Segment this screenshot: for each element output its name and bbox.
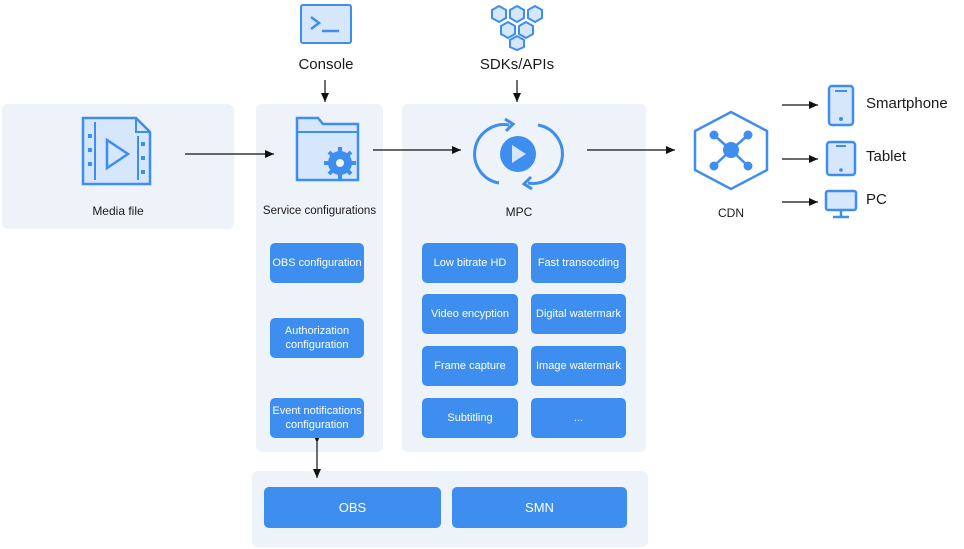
mpc-feature-image-watermark[interactable]: Image watermark	[531, 346, 626, 386]
console-icon	[300, 4, 352, 44]
smartphone-icon	[827, 84, 855, 127]
obs-configuration-button[interactable]: OBS configuration	[270, 243, 364, 283]
media-file-label: Media file	[92, 204, 144, 218]
tablet-label: Tablet	[866, 148, 907, 165]
mpc-feature-fast-transcoding[interactable]: Fast transocding	[531, 243, 626, 283]
tablet-icon	[825, 140, 857, 177]
media-file-icon	[81, 116, 152, 186]
mpc-feature-digital-watermark[interactable]: Digital watermark	[531, 294, 626, 334]
cdn-label: CDN	[718, 206, 744, 220]
authorization-configuration-button[interactable]: Authorization configuration	[270, 318, 364, 358]
mpc-label: MPC	[505, 205, 533, 219]
obs-button[interactable]: OBS	[264, 487, 441, 528]
smn-button[interactable]: SMN	[452, 487, 627, 528]
sdk-api-icon	[491, 4, 543, 52]
service-configurations-label: Service configurations	[262, 205, 377, 217]
mpc-feature-frame-capture[interactable]: Frame capture	[422, 346, 518, 386]
mpc-feature-low-bitrate-hd[interactable]: Low bitrate HD	[422, 243, 518, 283]
mpc-feature-more[interactable]: ...	[531, 398, 626, 438]
mpc-feature-video-encryption[interactable]: Video encyption	[422, 294, 518, 334]
pc-label: PC	[866, 191, 887, 208]
event-notifications-configuration-button[interactable]: Event notifications configuration	[270, 398, 364, 438]
mpc-feature-subtitling[interactable]: Subtitling	[422, 398, 518, 438]
sdk-api-label: SDKs/APIs	[479, 56, 555, 73]
folder-gear-icon	[295, 116, 360, 182]
pc-monitor-icon	[824, 189, 858, 219]
cdn-network-icon	[693, 110, 769, 191]
console-label: Console	[298, 56, 354, 73]
smartphone-label: Smartphone	[866, 95, 948, 112]
mpc-icon	[473, 117, 564, 191]
